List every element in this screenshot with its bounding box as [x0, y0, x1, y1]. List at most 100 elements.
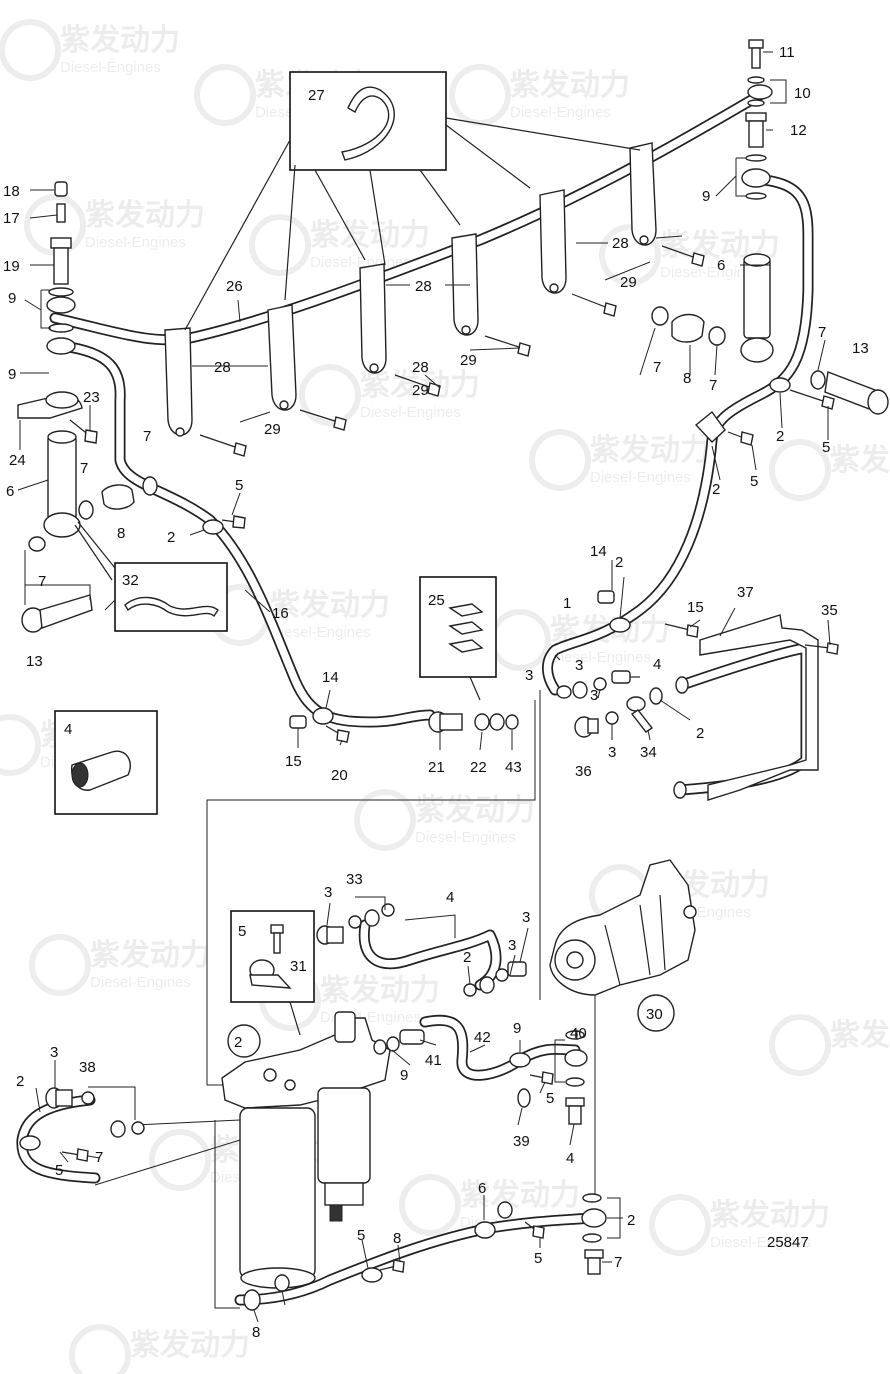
- screw-29: [299, 409, 347, 431]
- filter-sleeve-6: [740, 253, 774, 363]
- clamp-2: [609, 617, 631, 633]
- screw-5: [61, 1148, 89, 1162]
- clamp-2: [202, 519, 224, 535]
- callout-c34: 34: [640, 744, 657, 761]
- svg-text:Diesel-Engines: Diesel-Engines: [310, 254, 411, 271]
- screw-5: [529, 1071, 554, 1085]
- callout-c9a: 9: [702, 188, 710, 205]
- screw-11: [748, 39, 764, 69]
- screw-5: [727, 431, 754, 446]
- filter-cartridge: [239, 1107, 316, 1289]
- spacer-14: [597, 590, 615, 604]
- screw-5: [789, 389, 835, 410]
- hollow-screw-12: [745, 112, 767, 148]
- callout-c6a: 6: [717, 257, 725, 274]
- washers-10: [747, 76, 773, 107]
- clamp-24: [17, 391, 83, 419]
- callout-c2e: 14: [322, 669, 339, 686]
- leader-lines: [17, 51, 831, 1323]
- callout-c3c: 3: [590, 687, 598, 704]
- callout-c7f: 7: [818, 324, 826, 341]
- clamp-2: [694, 410, 726, 443]
- clamp-2: [769, 377, 791, 393]
- clamp-2: [19, 1135, 41, 1151]
- watermark: 紫发动力 Diesel-Engines: [529, 429, 710, 491]
- bracket-28: [164, 327, 193, 437]
- inset-box-32: [74, 521, 228, 632]
- watermark: 紫发动力 Diesel-Engines: [299, 364, 480, 426]
- svg-text:紫发动力: 紫发动力: [90, 939, 210, 972]
- svg-text:Diesel-Engines: Diesel-Engines: [270, 624, 371, 641]
- callout-c31: 30: [646, 1006, 663, 1023]
- svg-text:紫发动力: 紫发动力: [710, 1199, 830, 1232]
- callout-c2a: 2: [167, 529, 175, 546]
- callout-c33: 4: [446, 889, 454, 906]
- callout-c5h: 7: [614, 1254, 622, 1271]
- washers-9: [741, 154, 771, 200]
- callout-c38: 2: [16, 1073, 24, 1090]
- bolt-13: [21, 594, 93, 633]
- callout-c10: 10: [794, 85, 811, 102]
- callout-c2i: 5: [357, 1227, 365, 1244]
- washer-3: [605, 711, 619, 725]
- callout-c5e: 39: [513, 1133, 530, 1150]
- bolt-13: [824, 371, 889, 415]
- screw-5: [221, 515, 246, 529]
- callout-c19: 19: [3, 258, 20, 275]
- watermark: 紫发动力 Diesel-Engines: [599, 224, 780, 286]
- callout-c7d: 7: [653, 359, 661, 376]
- callout-c7g: 6: [478, 1180, 486, 1197]
- svg-text:紫发动力: 紫发动力: [830, 1019, 890, 1052]
- callout-c23: 23: [83, 389, 100, 406]
- callout-c9b: 9: [8, 290, 16, 307]
- watermark: 紫发动力 Diesel-Engines: [29, 934, 210, 996]
- callout-c41: 9: [400, 1067, 408, 1084]
- callout-c3a: 3: [525, 667, 533, 684]
- screw-29: [199, 434, 247, 457]
- svg-text:紫发动力: 紫发动力: [510, 69, 630, 102]
- callout-c28d: 28: [412, 359, 429, 376]
- svg-text:紫发动力: 紫发动力: [460, 1179, 580, 1212]
- callout-c13b: 13: [852, 340, 869, 357]
- svg-text:紫发动力: 紫发动力: [590, 434, 710, 467]
- callout-c9e: 5: [546, 1090, 554, 1107]
- svg-text:紫发动力: 紫发动力: [85, 199, 205, 232]
- screw-29: [484, 335, 531, 357]
- callout-c7a: 7: [143, 428, 151, 445]
- callout-c25: 25: [428, 592, 445, 609]
- screw-29: [661, 245, 705, 267]
- callout-c5c: 5: [750, 473, 758, 490]
- drawing-number: 25847: [767, 1234, 809, 1251]
- screw-23: [69, 419, 98, 444]
- circle-marker-30: [227, 1024, 261, 1058]
- watermark: 紫发动力: [769, 439, 890, 501]
- callout-c6c: 2: [627, 1212, 635, 1229]
- callout-c40: 42: [474, 1029, 491, 1046]
- callout-c5a: 5: [235, 477, 243, 494]
- bracket-37: [673, 614, 819, 801]
- callout-c2c: 2: [712, 481, 720, 498]
- hollow-screw-39: [565, 1097, 585, 1125]
- watermark: 紫发动力 Diesel-Engines: [0, 19, 180, 81]
- callout-c37: 37: [737, 584, 754, 601]
- washer-21: [474, 713, 490, 731]
- plug-4: [316, 925, 344, 945]
- screw-15: [325, 725, 350, 743]
- callout-c13a: 13: [26, 653, 43, 670]
- bracket-28: [629, 142, 657, 246]
- screw-15: [664, 623, 699, 638]
- banjo-fitting: [46, 296, 76, 355]
- washer-3: [649, 687, 663, 705]
- svg-text:紫发动力: 紫发动力: [130, 1329, 250, 1362]
- callout-c9d: 40: [570, 1025, 587, 1042]
- washers-3: [463, 968, 509, 997]
- svg-text:紫发动力: 紫发动力: [415, 794, 535, 827]
- watermark: 紫发动力 Diesel-Engines: [449, 64, 630, 126]
- watermark: 紫发动力 Diesel-Engines: [209, 584, 390, 646]
- clamp-2: [312, 707, 334, 725]
- callout-c4b: 3: [324, 884, 332, 901]
- callout-c4a: 4: [653, 656, 661, 673]
- watermark: 紫发动力: [769, 1014, 890, 1076]
- circle-marker-31: [637, 994, 675, 1032]
